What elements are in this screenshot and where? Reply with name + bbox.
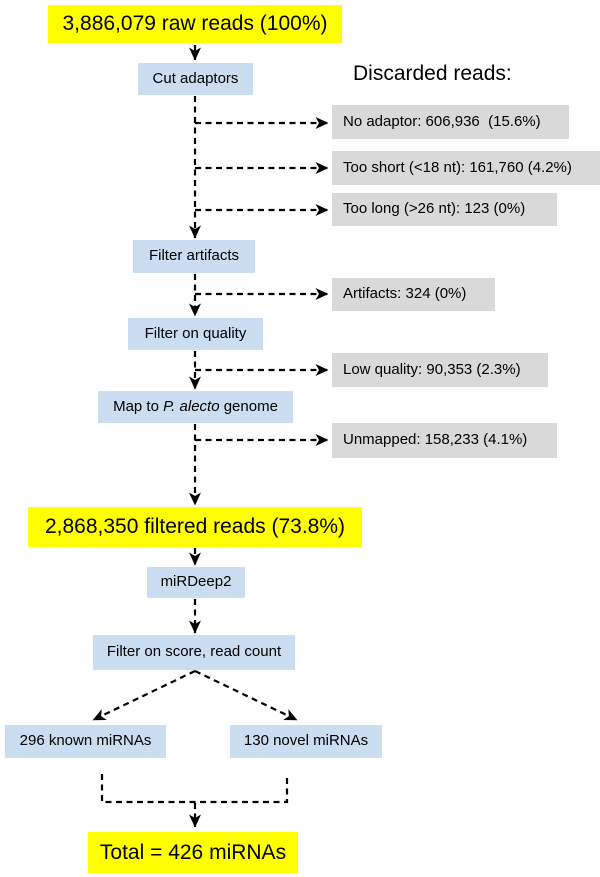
discard-item-artifacts: Artifacts: 324 (0%) <box>332 278 495 311</box>
novel-mirnas-box: 130 novel miRNAs <box>230 725 382 758</box>
total-mirnas-box: Total = 426 miRNAs <box>88 832 298 873</box>
filter-score-box: Filter on score, read count <box>93 635 295 670</box>
discard-item-too-long: Too long (>26 nt): 123 (0%) <box>332 193 557 226</box>
map-genome-label: Map to P. alecto genome <box>113 397 278 415</box>
filter-artifacts-box: Filter artifacts <box>133 240 255 273</box>
discard-item-too-short: Too short (<18 nt): 161,760 (4.2%) <box>332 151 600 185</box>
filter-quality-box: Filter on quality <box>128 318 263 350</box>
discard-item-unmapped: Unmapped: 158,233 (4.1%) <box>332 423 557 458</box>
raw-reads-box: 3,886,079 raw reads (100%) <box>48 5 342 43</box>
arrow-score-to-known <box>92 670 196 721</box>
cut-adaptors-box: Cut adaptors <box>138 63 253 95</box>
discarded-reads-heading: Discarded reads: <box>353 62 512 85</box>
merge-bracket <box>100 774 289 804</box>
filtered-reads-box: 2,868,350 filtered reads (73.8%) <box>28 507 362 547</box>
arrow-score-to-novel <box>194 670 298 721</box>
discard-item-low-quality: Low quality: 90,353 (2.3%) <box>332 353 548 387</box>
map-genome-box: Map to P. alecto genome <box>98 391 293 423</box>
known-mirnas-box: 296 known miRNAs <box>5 725 166 758</box>
discard-item-no-adaptor: No adaptor: 606,936 (15.6%) <box>332 105 569 139</box>
mirdeep2-box: miRDeep2 <box>147 567 245 598</box>
